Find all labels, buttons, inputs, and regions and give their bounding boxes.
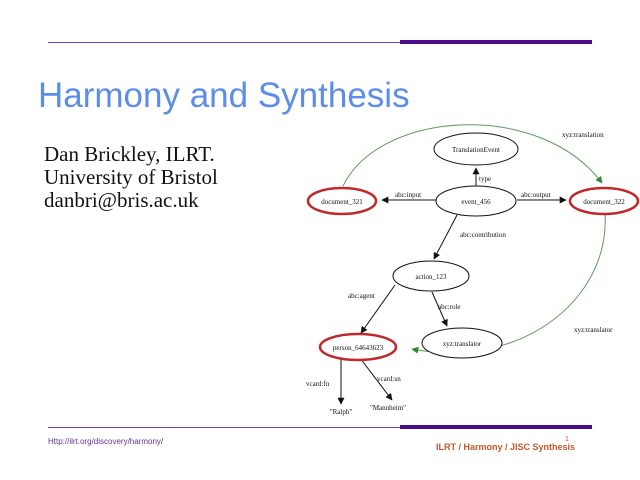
svg-text:person_64643623: person_64643623 xyxy=(333,344,384,352)
edge-role xyxy=(431,291,448,327)
literal-mannheim: "Mannheim" xyxy=(370,404,406,412)
footer-title: ILRT / Harmony / JISC Synthesis xyxy=(436,442,576,452)
svg-text:xyz:translator: xyz:translator xyxy=(443,340,482,348)
top-rule-thin xyxy=(48,42,400,43)
top-rule-thick xyxy=(400,40,592,44)
literal-ralph: "Ralph" xyxy=(330,408,353,416)
footer-url: Http://ilrt.org/discovery/harmony/ xyxy=(48,437,164,446)
edge-label-fn: vcard:fn xyxy=(306,380,330,388)
edge-contribution xyxy=(433,214,458,260)
node-document-out: document_322 xyxy=(568,186,640,216)
edge-sn xyxy=(359,357,393,401)
node-document-in: document_321 xyxy=(306,186,378,216)
node-event: event_456 xyxy=(435,185,517,217)
node-person: person_64643623 xyxy=(318,332,398,362)
author-email: danbri@bris.ac.uk xyxy=(44,188,199,212)
edge-label-sn: vcard:sn xyxy=(377,375,401,383)
edge-label-agent: abc:agent xyxy=(348,292,375,300)
node-action: action_123 xyxy=(392,260,470,292)
edge-xyz-translation xyxy=(342,124,603,187)
edge-agent xyxy=(360,284,396,334)
slide-title: Harmony and Synthesis xyxy=(38,76,410,115)
author-name: Dan Brickley, ILRT. xyxy=(44,142,215,166)
edge-label-output: abc:output xyxy=(521,191,551,199)
edge-label-translation: xyz:translation xyxy=(562,131,604,139)
svg-text:document_322: document_322 xyxy=(583,198,625,206)
page-number: 1 xyxy=(565,436,569,443)
svg-text:TranslationEvent: TranslationEvent xyxy=(452,146,500,154)
node-translation-event: TranslationEvent xyxy=(433,132,519,166)
bottom-rule-thick xyxy=(400,425,592,429)
edge-label-role: abc:role xyxy=(438,303,461,311)
edge-label-input: abc:input xyxy=(395,191,421,199)
edge-label-translator: xyz:translator xyxy=(574,326,613,334)
node-translator-role: xyz:translator xyxy=(421,327,503,359)
edge-label-type: type xyxy=(479,175,491,183)
svg-text:event_456: event_456 xyxy=(461,198,491,206)
svg-text:action_123: action_123 xyxy=(415,273,447,281)
edge-label-contribution: abc:contribution xyxy=(460,231,506,239)
svg-text:document_321: document_321 xyxy=(321,198,363,206)
author-affiliation: University of Bristol xyxy=(44,165,218,189)
bottom-rule-thin xyxy=(48,427,400,428)
